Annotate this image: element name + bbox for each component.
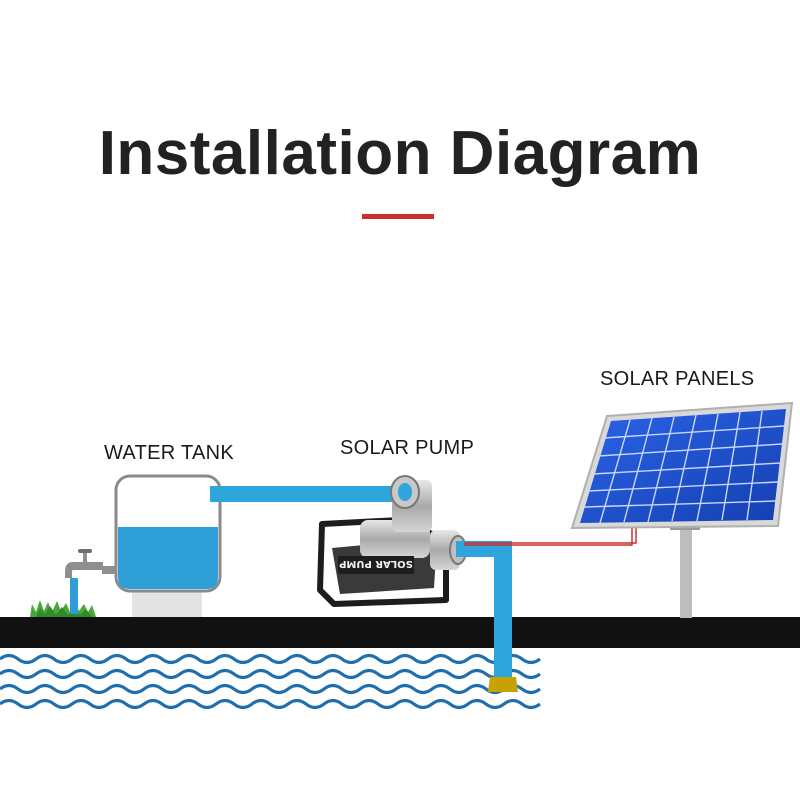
foot-valve — [488, 677, 518, 692]
faucet-icon — [65, 549, 103, 614]
solar-pump-label: SOLAR PUMP — [340, 437, 475, 459]
solar-panel — [570, 401, 794, 618]
grass-patch — [30, 600, 96, 617]
pump-body-text: SOLAR PUMP — [339, 558, 413, 569]
panel-cable — [464, 528, 637, 546]
water-tank-label: WATER TANK — [104, 442, 235, 464]
page-title: Installation Diagram — [98, 119, 702, 188]
tank-to-pump-pipe — [210, 486, 406, 502]
solar-pump: SOLAR PUMP — [317, 475, 467, 607]
water-tank — [102, 474, 222, 617]
water-waves — [0, 653, 541, 710]
title-underline — [362, 214, 434, 219]
ground — [0, 617, 800, 648]
solar-panels-label: SOLAR PANELS — [600, 368, 755, 390]
